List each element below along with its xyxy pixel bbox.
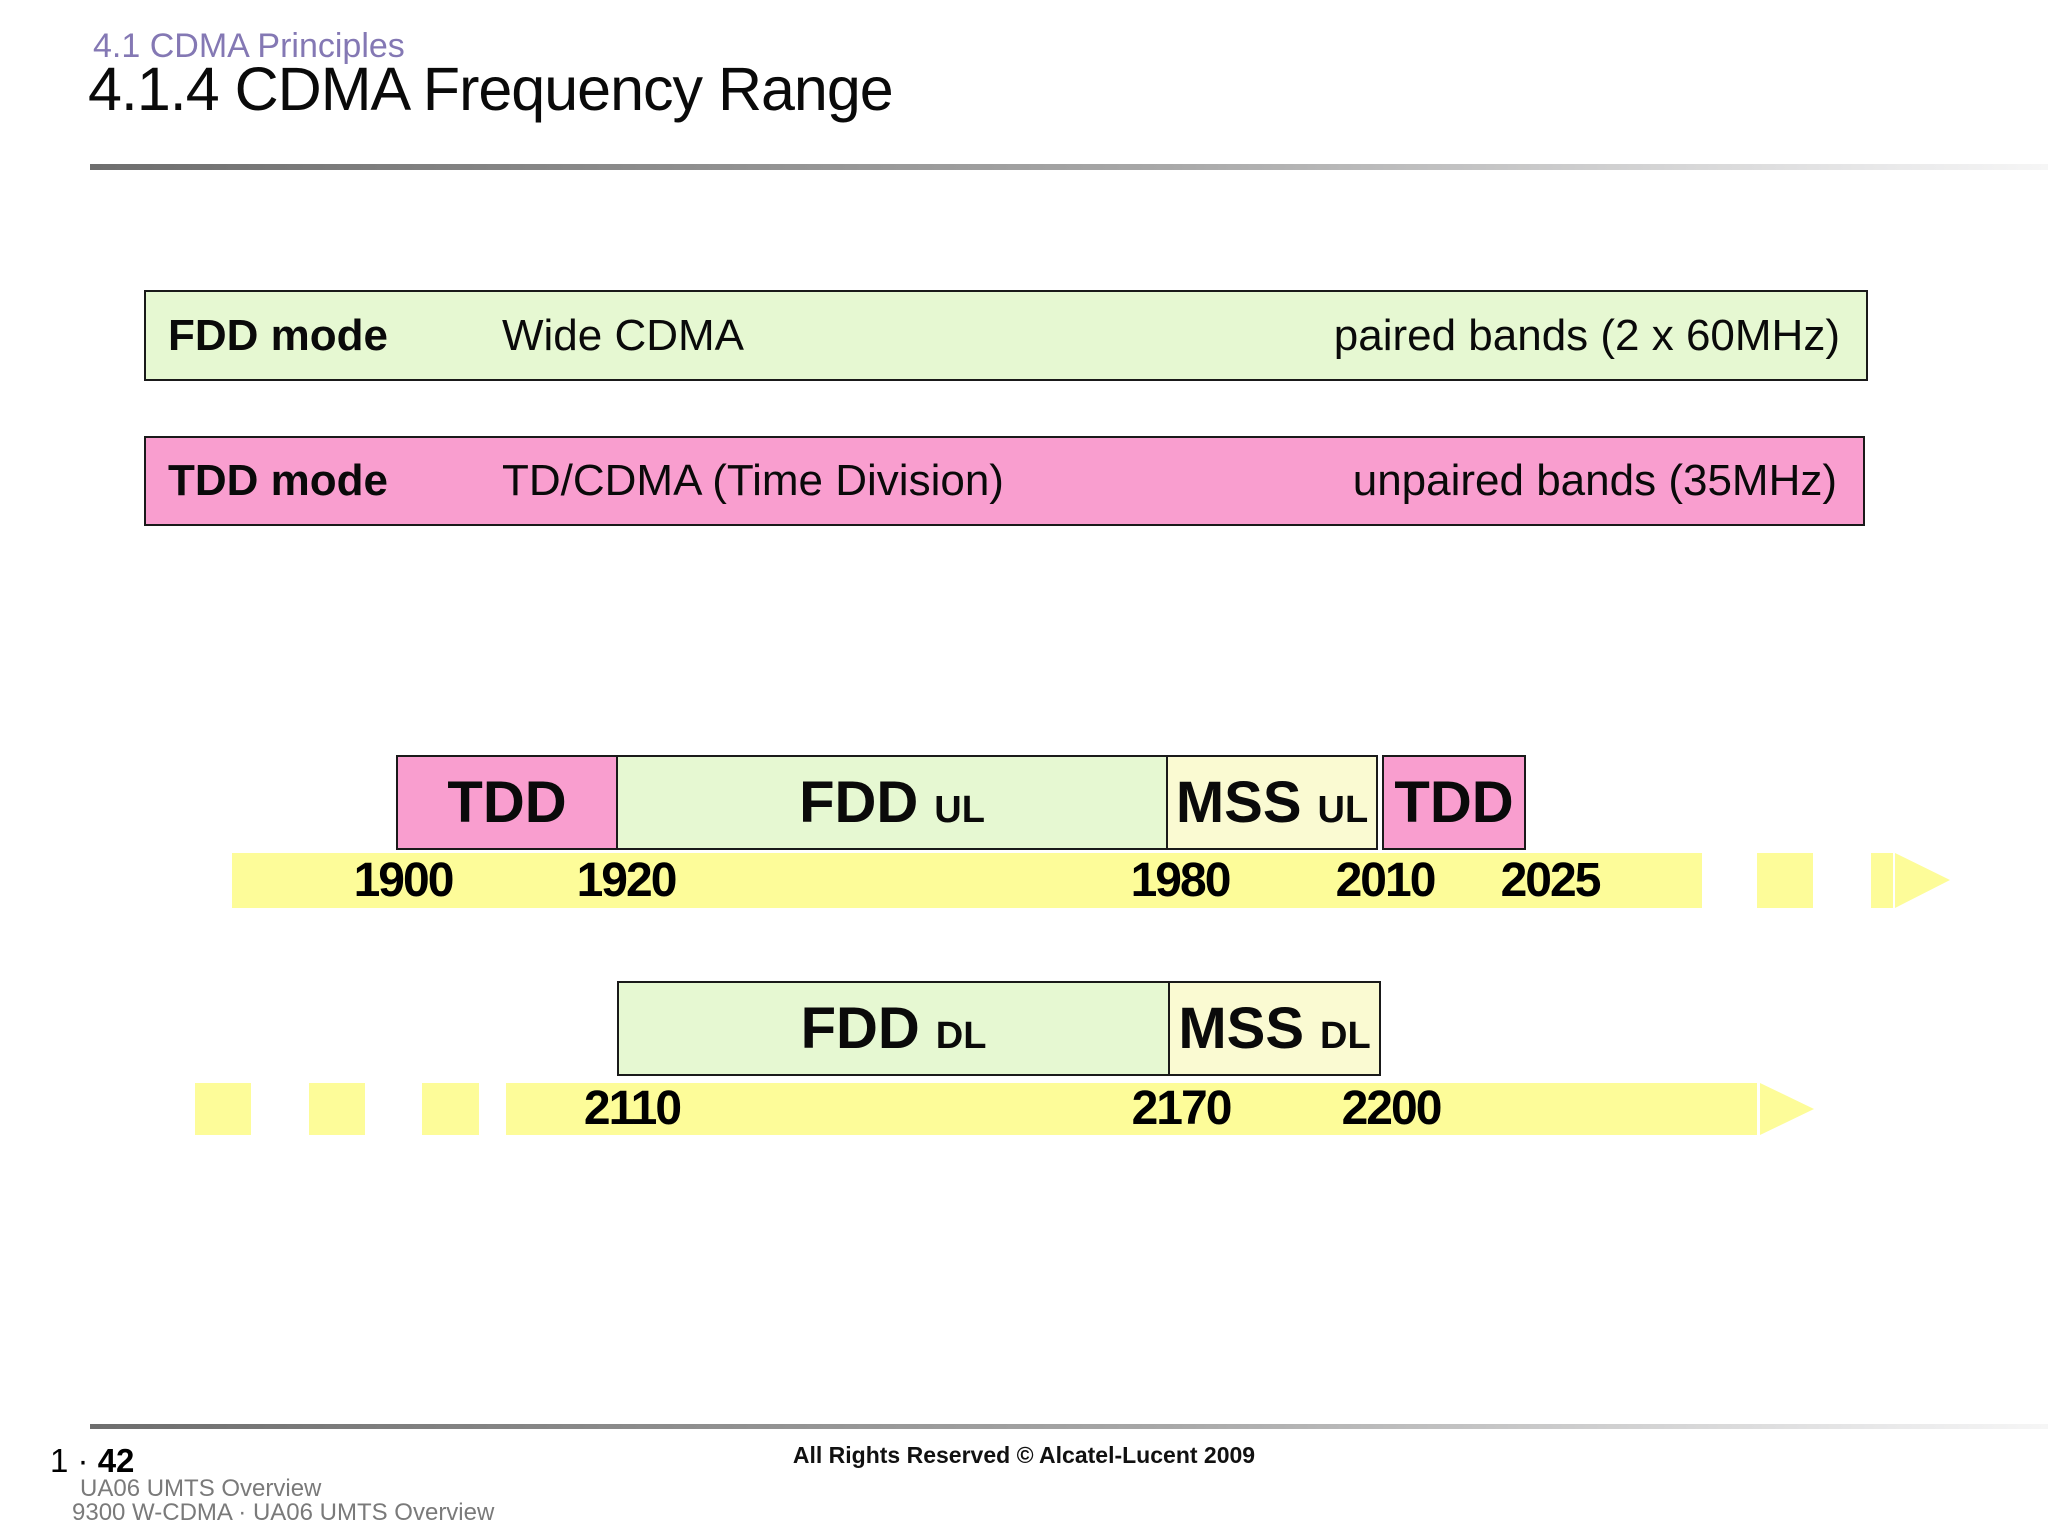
slide-number: 42 <box>97 1442 135 1479</box>
fdd-mode-bands: paired bands (2 x 60MHz) <box>1333 310 1840 360</box>
section-label: 4.1 CDMA Principles <box>93 27 405 65</box>
dl-tick-2110: 2110 <box>583 1082 682 1135</box>
course-subtitle: 9300 W-CDMA · UA06 UMTS Overview <box>72 1499 495 1526</box>
tdd-mode-box: TDD mode TD/CDMA (Time Division) unpaire… <box>144 436 1865 526</box>
chapter-number: 1 <box>50 1442 69 1479</box>
fdd-mode-box: FDD mode Wide CDMA paired bands (2 x 60M… <box>144 290 1868 381</box>
page-separator: · <box>77 1442 89 1479</box>
dl-fdd-block: FDD DL <box>617 981 1170 1076</box>
ul-mss-block: MSS UL <box>1166 755 1378 850</box>
header-divider <box>90 164 2048 170</box>
ul-fdd-block: FDD UL <box>616 755 1168 850</box>
ul-tick-1900: 1900 <box>353 854 455 907</box>
block-subtext: UL <box>1317 789 1369 831</box>
dl-tick-2170: 2170 <box>1131 1082 1233 1135</box>
tdd-mode-technology: TD/CDMA (Time Division) <box>502 456 1004 505</box>
ul-tdd-high-label: TDD <box>1394 757 1513 848</box>
ul-tick-1980: 1980 <box>1130 854 1232 907</box>
dl-fdd-label: FDD DL <box>801 983 987 1074</box>
block-subtext: DL <box>935 1015 987 1057</box>
block-text: TDD <box>447 770 567 835</box>
block-text: TDD <box>1394 770 1514 835</box>
ul-axis-dash <box>1871 853 1893 908</box>
ul-tdd-low-label: TDD <box>447 757 566 848</box>
ul-tdd-high-block: TDD <box>1382 755 1526 850</box>
dl-mss-label: MSS DL <box>1178 983 1370 1074</box>
ul-frequency-axis: 1900 1920 1980 2010 2025 <box>232 853 1702 908</box>
block-text: FDD <box>800 996 920 1061</box>
block-text: FDD <box>799 770 919 835</box>
footer-divider <box>90 1424 2048 1429</box>
tdd-mode-bands: unpaired bands (35MHz) <box>1352 456 1837 505</box>
page-number: 1 · 42 <box>50 1442 134 1480</box>
dl-axis-dash <box>195 1083 251 1135</box>
block-text: MSS <box>1178 996 1305 1061</box>
ul-fdd-label: FDD UL <box>799 757 985 848</box>
dl-tick-2200: 2200 <box>1341 1082 1443 1135</box>
ul-tick-2025: 2025 <box>1500 854 1602 907</box>
arrow-right-icon <box>1895 853 1950 908</box>
dl-axis-dash <box>422 1083 479 1135</box>
page-title: 4.1.4 CDMA Frequency Range <box>88 55 894 123</box>
dl-frequency-axis: 2110 2170 2200 <box>506 1083 1757 1135</box>
dl-mss-block: MSS DL <box>1168 981 1381 1076</box>
ul-axis-dash <box>1757 853 1813 908</box>
course-title: UA06 UMTS Overview <box>80 1475 322 1502</box>
fdd-mode-technology: Wide CDMA <box>502 310 745 360</box>
ul-tick-2010: 2010 <box>1335 854 1437 907</box>
fdd-mode-label: FDD mode <box>168 310 388 360</box>
ul-tick-1920: 1920 <box>576 854 678 907</box>
arrow-right-icon <box>1760 1083 1814 1135</box>
dl-axis-dash <box>309 1083 365 1135</box>
copyright-notice: All Rights Reserved © Alcatel-Lucent 200… <box>792 1442 1256 1468</box>
ul-mss-label: MSS UL <box>1176 757 1368 848</box>
block-subtext: UL <box>934 789 985 831</box>
block-subtext: DL <box>1320 1015 1371 1057</box>
ul-tdd-low-block: TDD <box>396 755 618 850</box>
tdd-mode-label: TDD mode <box>168 456 388 505</box>
block-text: MSS <box>1175 770 1302 835</box>
